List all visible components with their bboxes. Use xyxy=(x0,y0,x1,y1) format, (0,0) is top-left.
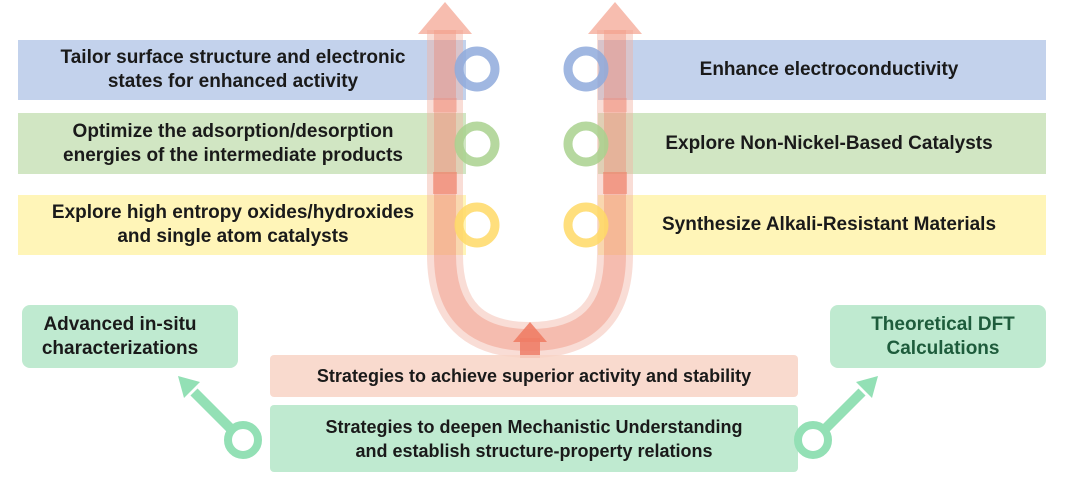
right-item-1-label: Enhance electroconductivity xyxy=(699,59,959,80)
right-box-3 xyxy=(598,195,1046,255)
activity-strategy-label: Strategies to achieve superior activity … xyxy=(316,366,752,386)
right-box-1 xyxy=(598,40,1046,100)
ring-icon-right-1 xyxy=(563,46,609,92)
left-diagonal-arrow xyxy=(178,376,262,459)
left-item-3-label: Explore high entropy oxides/hydroxides a… xyxy=(51,202,415,247)
right-item-3-label: Synthesize Alkali-Resistant Materials xyxy=(661,214,997,235)
in-situ-box xyxy=(22,305,238,368)
ring-icon-bottom-right xyxy=(794,421,832,459)
ring-icon-bottom-left xyxy=(224,421,262,459)
mechanistic-strategy-box xyxy=(270,405,798,472)
ring-icon-left-3 xyxy=(454,202,500,248)
activity-strategy-box xyxy=(270,355,798,397)
left-item-2-label: Optimize the adsorption/desorption energ… xyxy=(63,120,403,166)
ring-icon-right-2 xyxy=(563,121,609,167)
right-diagonal-arrow xyxy=(794,376,878,459)
mechanistic-strategy-label: Strategies to deepen Mechanistic Underst… xyxy=(325,416,743,461)
left-box-2 xyxy=(18,113,466,174)
u-arrow xyxy=(418,2,642,359)
center-arrow-shaft xyxy=(520,338,540,358)
ring-icon-right-3 xyxy=(563,202,609,248)
left-arrow-head xyxy=(418,2,472,34)
right-arrow-head xyxy=(588,2,642,34)
dft-label: Theoretical DFT Calculations xyxy=(871,313,1015,359)
left-item-1-label: Tailor surface structure and electronic … xyxy=(60,47,406,92)
ring-icon-left-2 xyxy=(454,121,500,167)
in-situ-label: Advanced in-situ characterizations xyxy=(41,313,199,359)
left-box-1 xyxy=(18,40,466,100)
dft-box xyxy=(830,305,1046,368)
right-box-2 xyxy=(598,113,1046,174)
left-box-3 xyxy=(18,195,466,255)
right-item-2-label: Explore Non-Nickel-Based Catalysts xyxy=(665,132,993,154)
center-arrow-head xyxy=(513,322,547,342)
ring-icon-left-1 xyxy=(454,46,500,92)
